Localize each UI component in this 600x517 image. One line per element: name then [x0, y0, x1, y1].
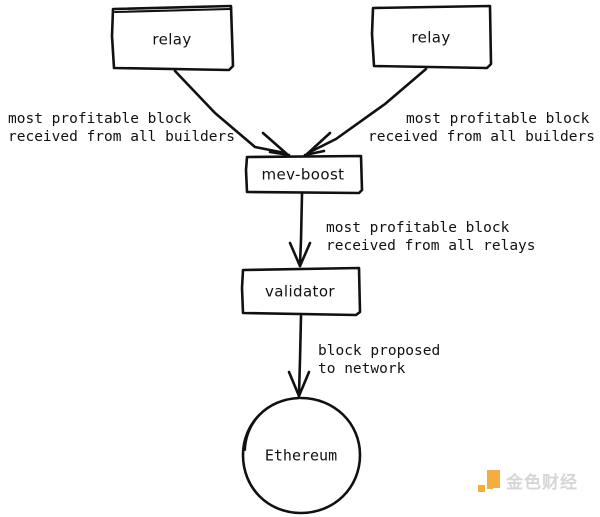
edge-label-block-proposed: block proposed to network: [318, 343, 440, 377]
relay-left-label: relay: [152, 31, 191, 49]
edge-label-block-proposed-line2: to network: [318, 361, 406, 377]
edge-relay-left-arrowhead-a: [261, 131, 290, 157]
edge-label-left-builders-line2: received from all builders: [8, 129, 235, 145]
edge-label-left-builders: most profitable block received from all …: [8, 111, 235, 145]
edge-relay-right-arrowhead-a: [304, 131, 332, 157]
node-mev-boost[interactable]: mev-boost: [244, 154, 364, 195]
edge-label-right-builders-line2: received from all builders: [368, 129, 595, 145]
edge-label-relays: most profitable block received from all …: [326, 220, 536, 254]
edge-label-right-builders-line1: most profitable block: [406, 111, 590, 127]
relay-left-box-outline: [110, 4, 235, 72]
edge-label-block-proposed-line1: block proposed: [318, 343, 440, 359]
edge-mev-boost-arrowhead-b: [298, 241, 312, 268]
edge-label-left-builders-line1: most profitable block: [8, 111, 192, 127]
mev-boost-label: mev-boost: [262, 166, 345, 184]
relay-left-box-sketch-top: [113, 7, 232, 14]
edge-mev-boost-to-validator: [288, 192, 312, 268]
edge-mev-boost-line: [298, 192, 304, 266]
node-ethereum[interactable]: Ethereum: [241, 396, 362, 515]
relay-right-box-outline: [370, 4, 493, 70]
edge-label-relays-line1: most profitable block: [326, 220, 510, 236]
relay-right-label: relay: [411, 29, 450, 47]
edge-mev-boost-arrowhead-a: [288, 241, 302, 268]
validator-label: validator: [265, 283, 335, 301]
node-relay-left[interactable]: relay: [110, 4, 235, 72]
node-relay-right[interactable]: relay: [370, 4, 493, 70]
ethereum-label: Ethereum: [265, 447, 337, 465]
edge-validator-to-ethereum: [287, 314, 311, 398]
ethereum-circle-sketch: [243, 398, 288, 452]
edge-validator-line: [297, 314, 303, 396]
edge-validator-arrowhead-b: [297, 370, 311, 398]
mev-boost-box-outline: [244, 154, 364, 195]
edge-relay-left-arrowhead-b: [268, 150, 291, 157]
validator-box-outline: [240, 266, 362, 317]
edge-label-relays-line2: received from all relays: [326, 238, 536, 254]
edge-relay-left-line: [173, 69, 287, 155]
edge-relay-right-to-mev-boost: [303, 67, 428, 157]
edge-relay-left-to-mev-boost: [173, 69, 291, 157]
edge-label-right-builders: most profitable block received from all …: [368, 111, 595, 145]
edge-relay-right-line: [306, 67, 428, 155]
edge-relay-right-arrowhead-b: [303, 149, 326, 157]
edge-validator-arrowhead-a: [287, 370, 301, 398]
node-validator[interactable]: validator: [240, 266, 362, 317]
